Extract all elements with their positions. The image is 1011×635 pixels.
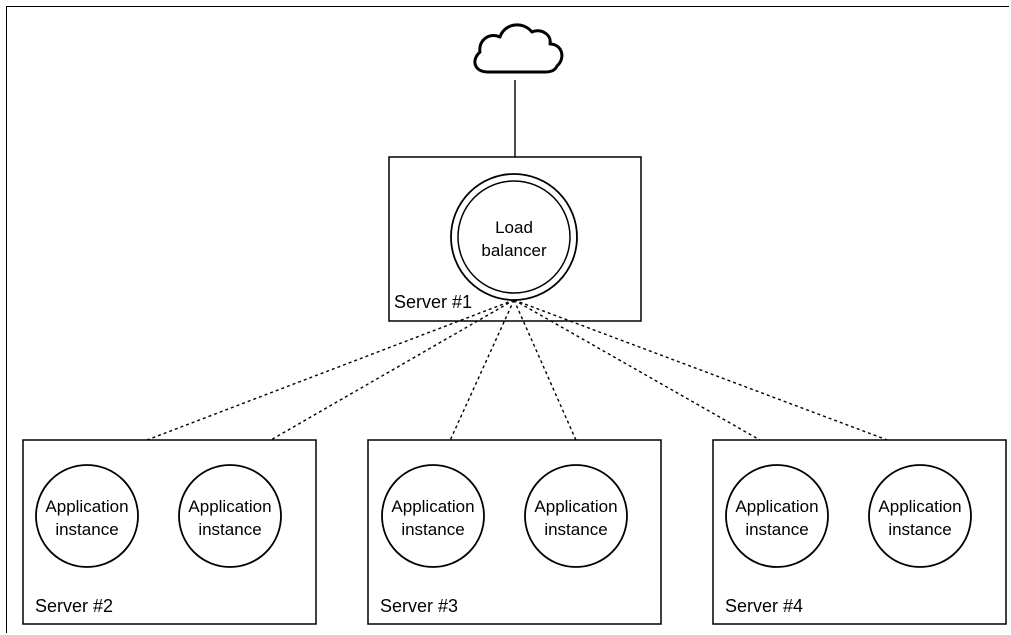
server-2-label: Server #2 [35,596,113,616]
load-balancer-label-line1: Load [495,218,533,237]
lb-to-instance-6-arrow [513,299,931,458]
app-instance-node: Application instance [524,464,628,568]
lb-to-instance-5-arrow [513,299,789,457]
app-instance-label-line1: Application [735,497,818,516]
lb-to-instance-4-arrow [513,299,584,457]
server-4-label: Server #4 [725,596,803,616]
app-instance-label-line2: instance [544,520,607,539]
server-1-label: Server #1 [394,292,472,312]
server-3-label: Server #3 [380,596,458,616]
lb-to-instance-2-arrow [242,299,515,457]
load-balancer-node: Load balancer [450,173,578,301]
distribution-arrows [104,299,931,458]
load-balancer-label-line2: balancer [481,241,547,260]
app-instance-node: Application instance [381,464,485,568]
app-instance-node: Application instance [35,464,139,568]
app-instance-node: Application instance [178,464,282,568]
app-instance-label-line1: Application [391,497,474,516]
app-instance-label-line1: Application [534,497,617,516]
app-instance-node: Application instance [725,464,829,568]
cloud-icon [473,23,564,74]
app-instance-label-line2: instance [55,520,118,539]
app-instance-label-line2: instance [745,520,808,539]
app-instance-label-line1: Application [878,497,961,516]
app-instance-label-line2: instance [888,520,951,539]
app-instance-label-line2: instance [401,520,464,539]
lb-to-instance-3-arrow [442,299,515,457]
app-instance-label-line1: Application [45,497,128,516]
diagram-frame [6,6,1009,633]
app-instance-label-line1: Application [188,497,271,516]
app-instance-node: Application instance [868,464,972,568]
lb-to-instance-1-arrow [104,299,515,458]
app-instance-label-line2: instance [198,520,261,539]
